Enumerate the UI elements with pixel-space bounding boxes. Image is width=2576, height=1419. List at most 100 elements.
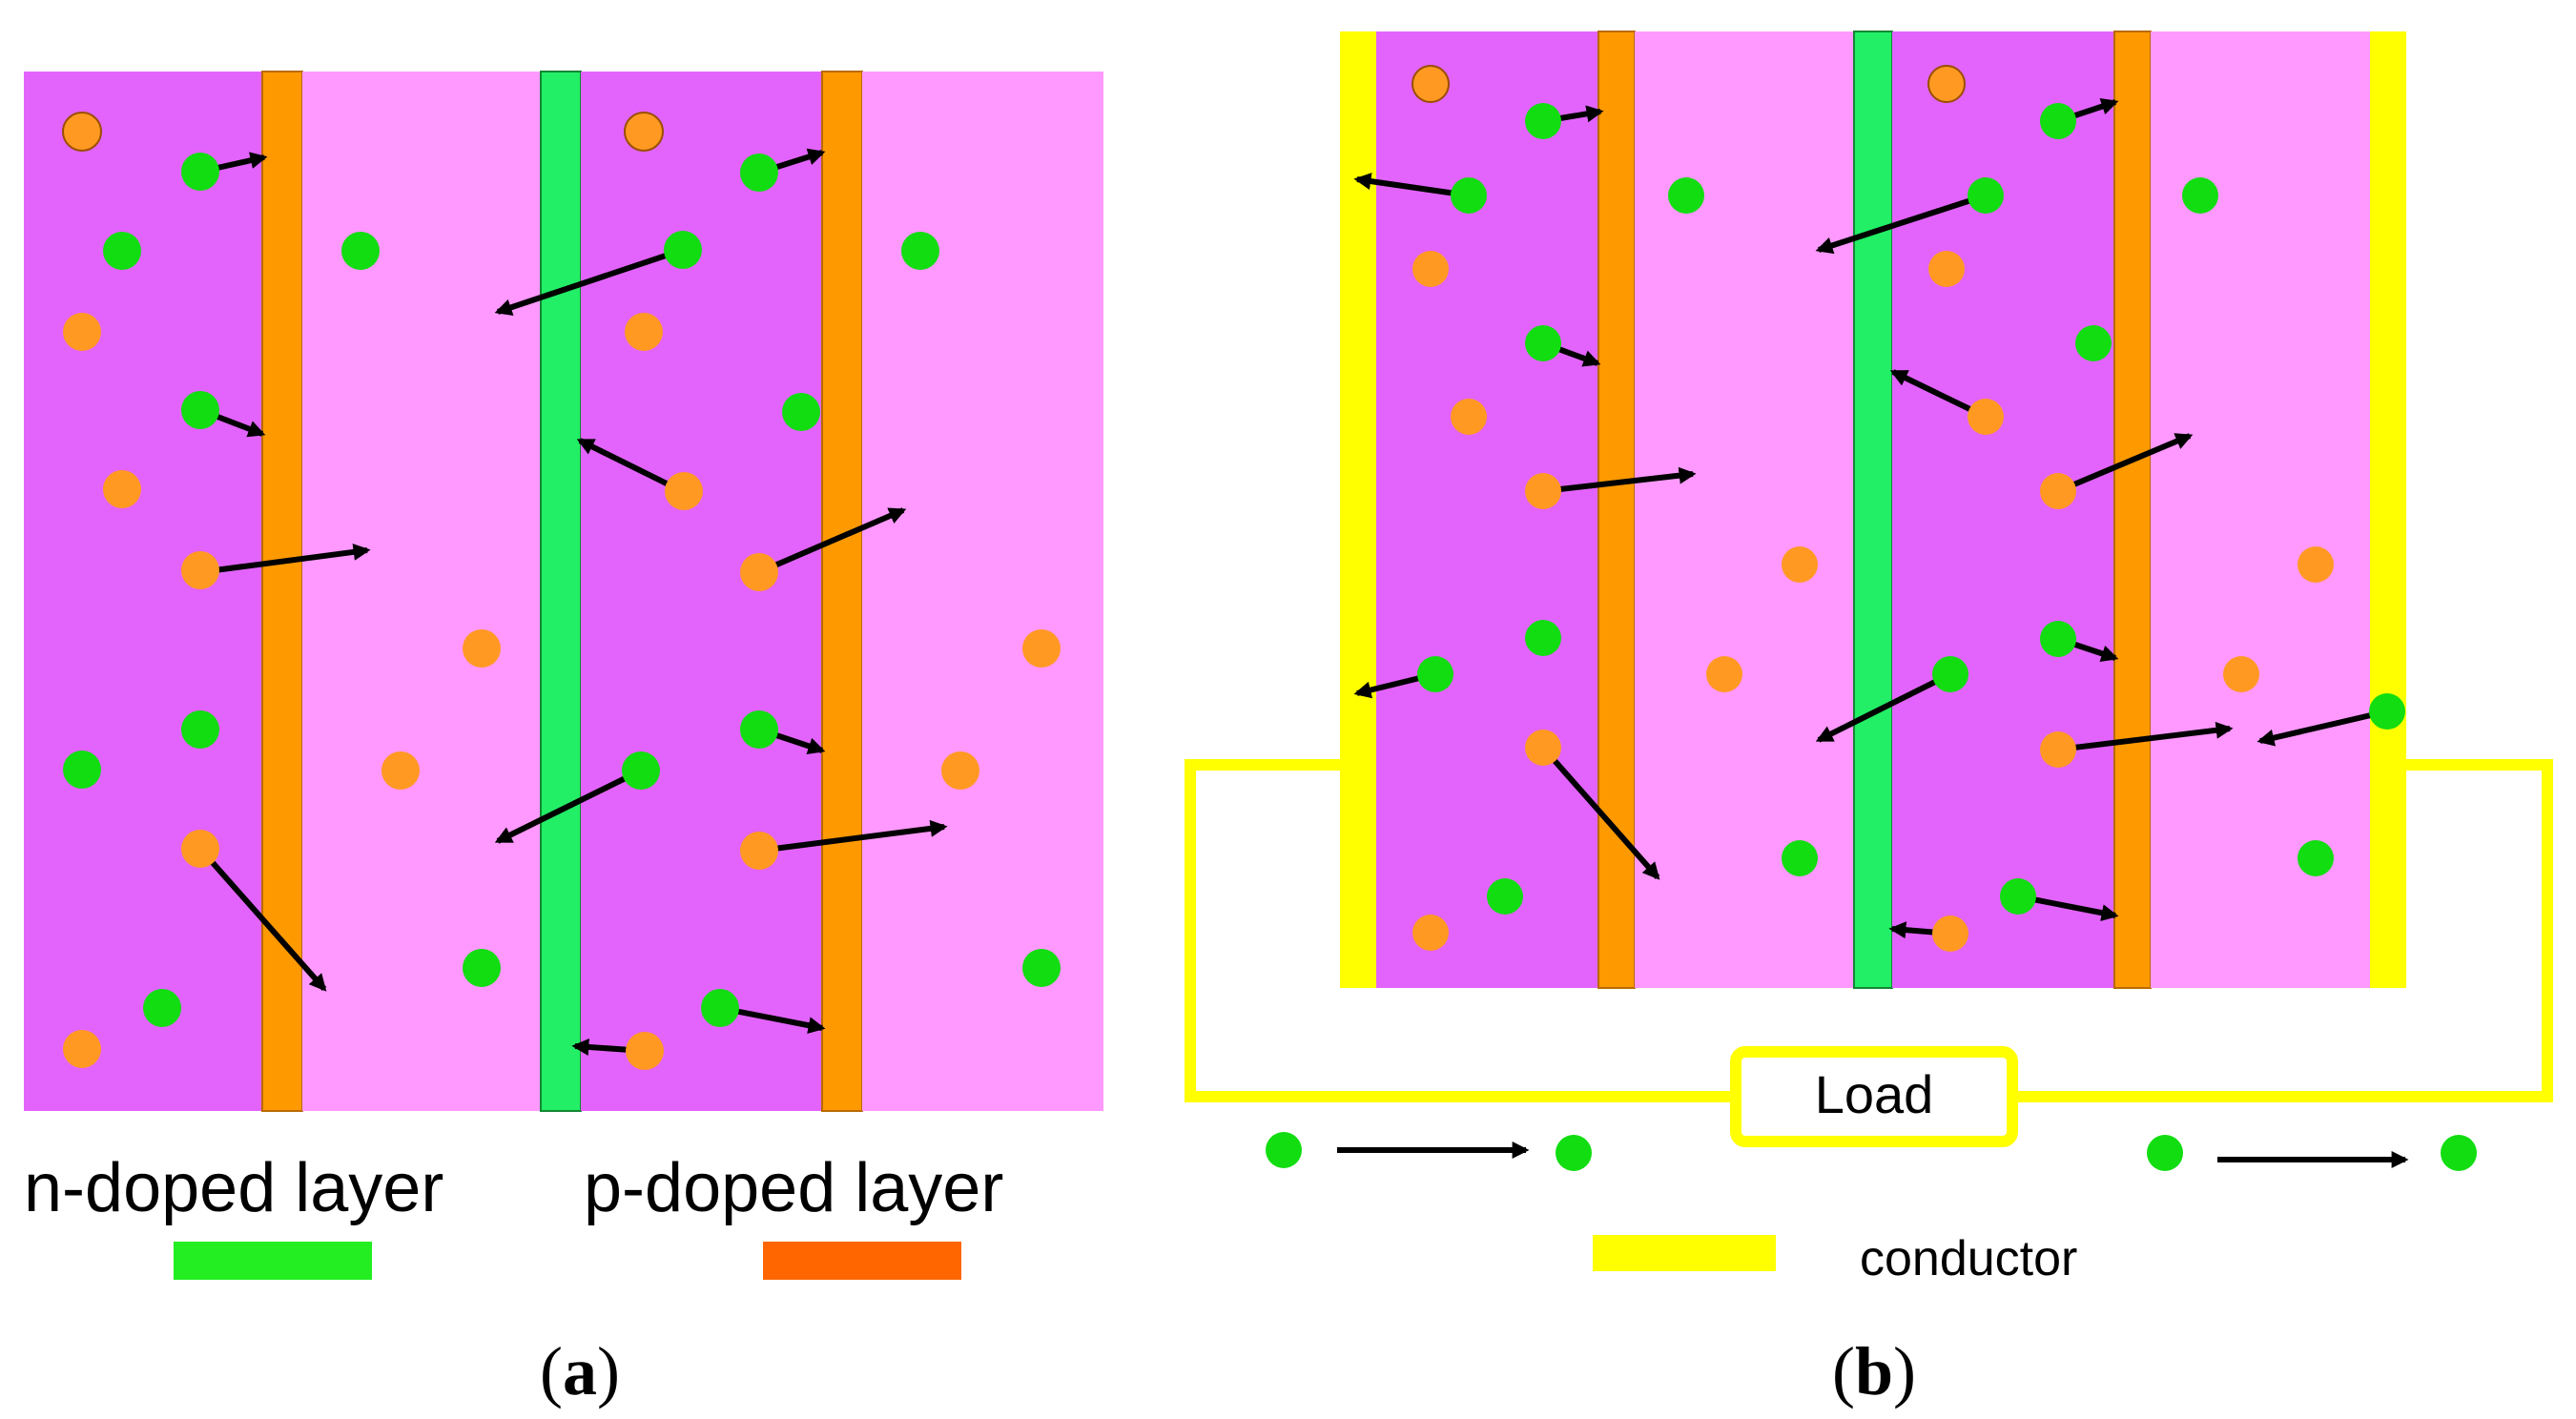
hole — [1022, 629, 1061, 668]
circuit-wire-left — [1185, 759, 1736, 1102]
electron — [2147, 1135, 2183, 1171]
electron — [2040, 103, 2076, 139]
panel-b-label: (b) — [1832, 1333, 1916, 1409]
hole — [625, 313, 663, 351]
electron — [1932, 656, 1968, 692]
conductor-legend-swatch — [1593, 1235, 1776, 1271]
load-box — [1730, 1046, 2018, 1147]
conductor-left — [1340, 31, 1376, 988]
electron — [2298, 840, 2334, 876]
external-circuit — [1185, 759, 2553, 1147]
panel-a: n-doped layer p-doped layer (a) — [24, 71, 1103, 1409]
hole — [103, 470, 141, 508]
hole — [665, 472, 703, 510]
electron — [1451, 177, 1487, 214]
hole — [63, 1030, 101, 1068]
hole — [181, 830, 219, 868]
holes — [1412, 65, 2334, 952]
n-region — [1892, 31, 2114, 988]
hole — [381, 751, 420, 790]
hole — [1412, 915, 1449, 951]
electron — [2182, 177, 2218, 214]
motion-arrow — [1815, 193, 1987, 255]
p-doped-layer — [821, 71, 863, 1112]
conductor-legend-label: conductor — [1860, 1231, 2077, 1286]
n-doped-legend-swatch — [174, 1242, 372, 1280]
hole — [1782, 546, 1818, 583]
hole — [1412, 65, 1450, 103]
n-doped-layer — [1853, 31, 1893, 989]
hole — [1927, 65, 1966, 103]
carrier-arrows — [1337, 98, 2409, 1168]
electron — [181, 153, 219, 191]
electron — [1525, 325, 1561, 361]
n-region — [24, 72, 262, 1111]
hole — [1928, 251, 1965, 287]
hole — [2040, 473, 2076, 509]
panel-a-letter: a — [563, 1333, 597, 1409]
motion-arrow — [1815, 671, 1952, 743]
hole — [2040, 731, 2076, 768]
n-doped-layer — [540, 71, 582, 1112]
p-region — [862, 72, 1103, 1111]
hole — [941, 751, 979, 790]
electron — [63, 751, 101, 789]
load-label: Load — [1815, 1064, 1934, 1124]
p-region — [2151, 31, 2370, 988]
electron — [1266, 1132, 1302, 1168]
p-doped-layer — [2113, 31, 2152, 989]
electron — [740, 710, 778, 749]
electron — [181, 391, 219, 429]
p-doped-legend-label: p-doped layer — [584, 1150, 1003, 1226]
motion-arrow — [576, 438, 684, 494]
circuit-wire-right — [2012, 759, 2553, 1102]
p-doped-legend-swatch — [763, 1242, 961, 1280]
electron — [740, 154, 778, 192]
electron — [2441, 1135, 2477, 1171]
motion-arrow — [494, 768, 643, 844]
hole — [1525, 473, 1561, 509]
hole — [1451, 399, 1487, 435]
motion-arrow — [199, 543, 371, 575]
electron — [1022, 949, 1061, 987]
hole — [1525, 730, 1561, 766]
electron — [2040, 621, 2076, 657]
hole — [1706, 656, 1742, 692]
hole — [740, 553, 778, 591]
p-region — [302, 72, 541, 1111]
electron — [622, 751, 660, 790]
motion-arrow — [1353, 173, 1470, 198]
hole — [1932, 915, 1968, 952]
panel-b: Load — [1185, 31, 2553, 1409]
electron — [1668, 177, 1704, 214]
motion-arrow — [2057, 721, 2234, 752]
electron — [2075, 325, 2112, 361]
hole — [63, 313, 101, 351]
motion-arrow — [2056, 433, 2194, 494]
electron — [901, 232, 939, 270]
holes — [62, 112, 1061, 1070]
electron — [463, 949, 501, 987]
electron — [181, 710, 219, 749]
motion-arrow — [757, 507, 907, 575]
motion-arrow — [494, 247, 684, 316]
panel-b-letter: b — [1855, 1333, 1893, 1409]
motion-arrow — [2257, 709, 2388, 747]
n-doped-legend-label: n-doped layer — [24, 1150, 443, 1226]
electron — [103, 232, 141, 270]
hole — [62, 112, 102, 152]
motion-arrow — [197, 847, 327, 992]
electron — [1525, 103, 1561, 139]
hole — [463, 629, 501, 668]
p-region — [1635, 31, 1854, 988]
hole — [740, 832, 778, 870]
electron — [341, 232, 380, 270]
electron — [1556, 1135, 1592, 1171]
panel-a-label: (a) — [540, 1333, 620, 1409]
hole — [1412, 251, 1449, 287]
conductor-right — [2370, 31, 2406, 988]
electron — [701, 989, 739, 1027]
n-region — [1376, 31, 1598, 988]
hole — [181, 551, 219, 589]
